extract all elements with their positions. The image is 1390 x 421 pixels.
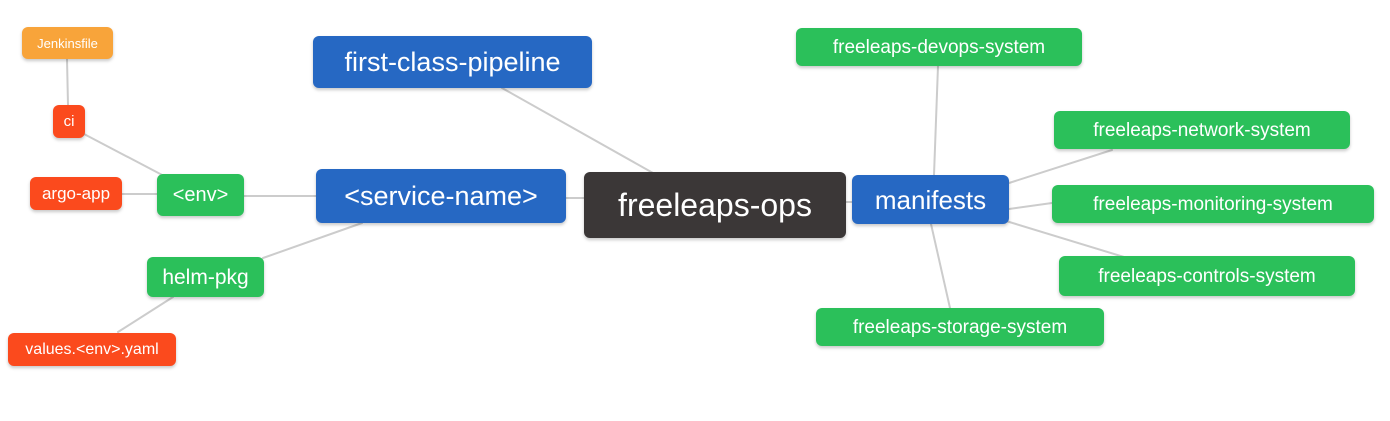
node-freeleaps-devops-system[interactable]: freeleaps-devops-system [796, 28, 1082, 66]
node-env[interactable]: <env> [157, 174, 244, 216]
edge-manifests-to-freeleaps-network-system [1008, 149, 1113, 184]
edge-manifests-to-freeleaps-monitoring-system [1008, 202, 1053, 210]
node-values-env-yaml[interactable]: values.<env>.yaml [8, 333, 176, 366]
node-label: ci [63, 113, 75, 130]
node-label: argo-app [41, 184, 111, 203]
edge-manifests-to-freeleaps-controls-system [1005, 220, 1125, 258]
edge-service-name-to-helm-pkg [262, 222, 363, 259]
node-freeleaps-network-system[interactable]: freeleaps-network-system [1054, 111, 1350, 149]
node-freeleaps-monitoring-system[interactable]: freeleaps-monitoring-system [1052, 185, 1374, 223]
node-jenkinsfile[interactable]: Jenkinsfile [22, 27, 113, 59]
node-label: <env> [172, 184, 229, 206]
node-ci[interactable]: ci [53, 105, 85, 138]
edge-manifests-to-freeleaps-devops-system [933, 65, 939, 176]
edge-ci-to-env [83, 133, 167, 178]
node-label: freeleaps-storage-system [852, 316, 1068, 338]
node-freeleaps-controls-system[interactable]: freeleaps-controls-system [1059, 256, 1355, 296]
node-first-class-pipeline[interactable]: first-class-pipeline [313, 36, 592, 88]
node-freeleaps-storage-system[interactable]: freeleaps-storage-system [816, 308, 1104, 346]
node-label: values.<env>.yaml [25, 340, 159, 358]
node-label: Jenkinsfile [37, 35, 98, 51]
edge-manifests-to-freeleaps-storage-system [930, 223, 951, 309]
node-manifests[interactable]: manifests [852, 175, 1009, 224]
edge-first-class-pipeline-to-freeleaps-ops [501, 87, 654, 174]
node-label: freeleaps-monitoring-system [1093, 193, 1333, 215]
node-helm-pkg[interactable]: helm-pkg [147, 257, 264, 297]
node-label: freeleaps-network-system [1093, 119, 1311, 141]
node-label: first-class-pipeline [344, 46, 561, 77]
node-label: freeleaps-devops-system [832, 36, 1046, 58]
node-argo-app[interactable]: argo-app [30, 177, 122, 210]
node-freeleaps-ops[interactable]: freeleaps-ops [584, 172, 846, 238]
node-service-name[interactable]: <service-name> [316, 169, 566, 223]
node-label: freeleaps-ops [618, 187, 812, 223]
node-label: helm-pkg [162, 265, 249, 289]
node-label: freeleaps-controls-system [1098, 265, 1316, 287]
edge-helm-pkg-to-values-env-yaml [117, 296, 174, 333]
node-label: manifests [874, 184, 987, 215]
edge-jenkinsfile-to-ci [66, 58, 69, 106]
node-label: <service-name> [344, 180, 538, 211]
